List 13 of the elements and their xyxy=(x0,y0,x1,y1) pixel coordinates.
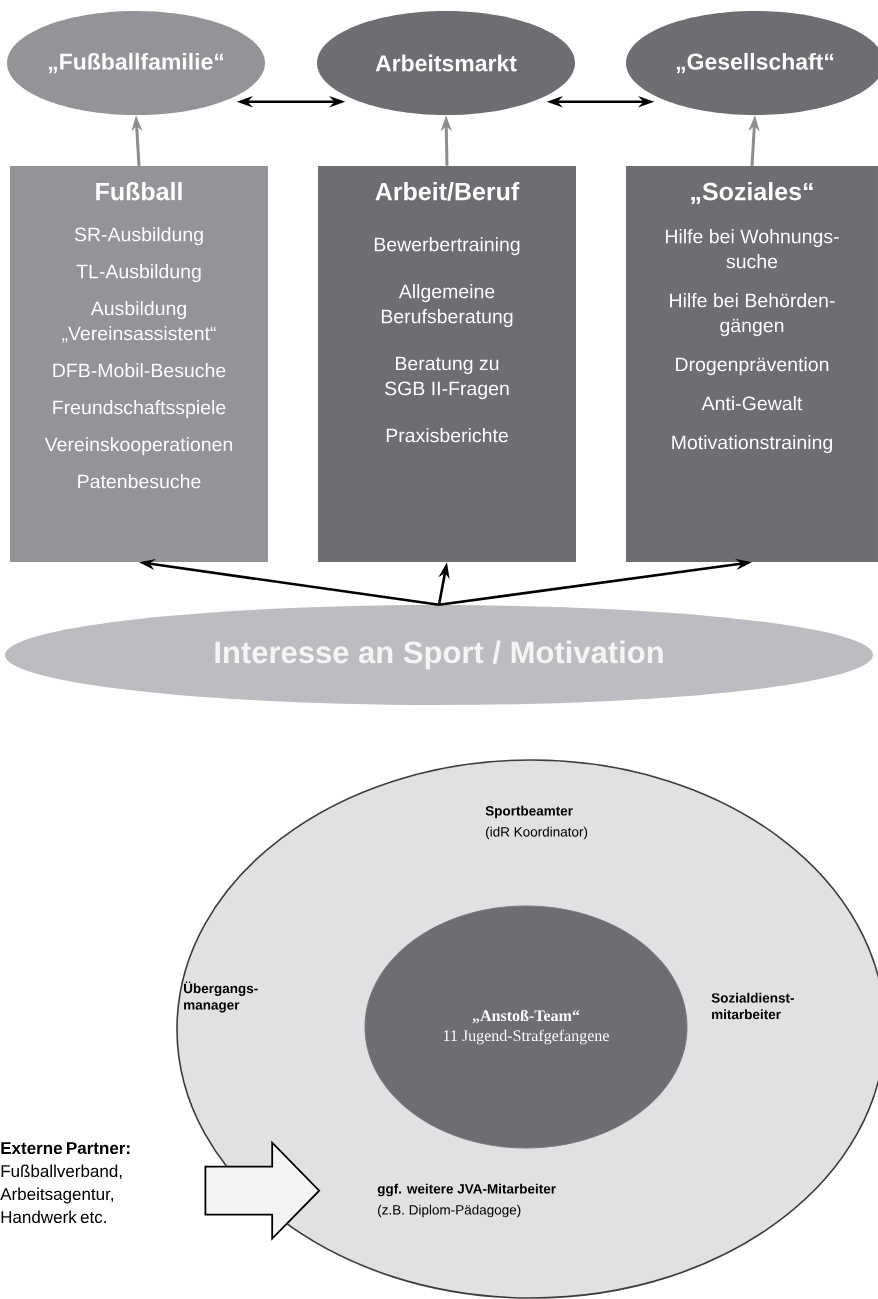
category-box: Arbeit/Beruf Bewerbertraining Allgemeine Berufsberatung Beratung zu SGB II-Fragen Praxisberichte xyxy=(318,166,576,562)
block-arrow xyxy=(204,1140,321,1241)
role-label: Sozialdienst- mitarbeiter xyxy=(711,992,794,1020)
role-label: Übergangs- manager xyxy=(184,981,258,1013)
partner-text: Externe Partner: Fußballverband, Arbeitsagentur, Handwerk etc. xyxy=(0,1142,130,1224)
category-box: Fußball SR-Ausbildung TL-Ausbildung Ausbildung „Vereinsassistent“ DFB-Mobil-Besuche Freundschaftsspiele Vereinskooperationen Patenbesuche xyxy=(10,166,268,562)
role-label: Sportbeamter xyxy=(485,805,573,819)
role-label: ggf. weitere JVA-Mitarbeiter xyxy=(377,1183,556,1197)
ellipse-node: Arbeitsmarkt xyxy=(317,11,575,115)
category-box: „Soziales“ Hilfe bei Wohnungs- suche Hilfe bei Behörden- gängen Drogenprävention Anti-Gewalt Motivationstraining xyxy=(626,166,878,562)
role-label: (z.B. Diplom-Pädagoge) xyxy=(378,1204,521,1218)
role-label: (idR Koordinator) xyxy=(486,826,588,840)
ellipse-node: „Fußballfamilie“ xyxy=(7,11,265,115)
